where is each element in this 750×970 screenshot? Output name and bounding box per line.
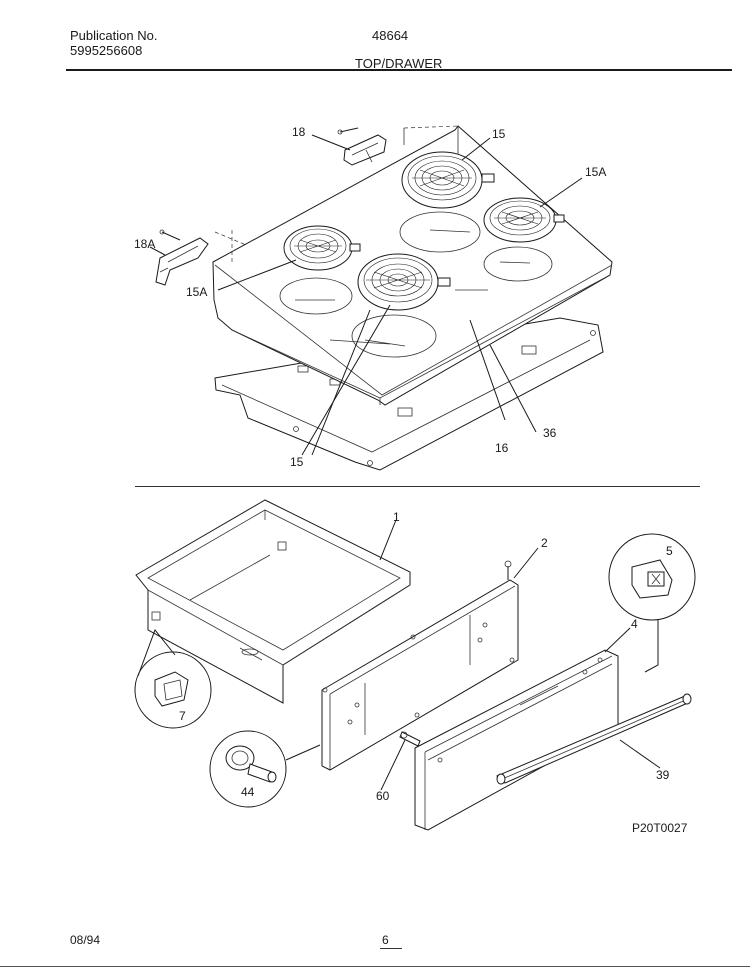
callout-2: 2 [541, 536, 548, 550]
drawer-handle [496, 693, 692, 785]
callout-7: 7 [179, 709, 186, 723]
drawer-inner-panel [321, 560, 519, 771]
callout-44: 44 [241, 785, 255, 799]
callout-15-bottom: 15 [290, 455, 304, 469]
callout-5: 5 [666, 544, 673, 558]
callout-1: 1 [393, 510, 400, 524]
drawer-assembly [134, 499, 696, 831]
mounting-bracket-18 [337, 127, 387, 166]
footer-date: 08/94 [70, 933, 101, 947]
callout-15a-left: 15A [186, 285, 207, 299]
drawer-screw [399, 731, 421, 747]
surface-element-right [483, 197, 565, 243]
callout-4: 4 [631, 617, 638, 631]
figure-code: P20T0027 [632, 821, 688, 835]
callout-15a-right: 15A [585, 165, 606, 179]
model-number: 48664 [372, 28, 409, 43]
page-number-underline [380, 948, 402, 949]
surface-element-left [283, 225, 361, 271]
detail-circle-7 [134, 628, 212, 729]
mounting-bracket-18a [155, 229, 209, 286]
footer-rule [0, 966, 750, 967]
header-rule [66, 69, 732, 71]
publication-number: 5995256608 [70, 43, 143, 58]
callout-16: 16 [495, 441, 509, 455]
publication-label: Publication No. [70, 28, 158, 43]
surface-element-rear [401, 151, 495, 209]
callout-60: 60 [376, 789, 390, 803]
section-divider [135, 486, 700, 487]
section-title: TOP/DRAWER [355, 56, 443, 71]
callout-39: 39 [656, 768, 670, 782]
drawer-body [135, 499, 411, 704]
detail-circle-5 [608, 533, 696, 673]
callout-15-top: 15 [492, 127, 506, 141]
callout-18: 18 [292, 125, 306, 139]
callout-18a: 18A [134, 237, 155, 251]
cooktop-assembly [149, 125, 613, 471]
callout-36: 36 [543, 426, 557, 440]
detail-circle-44 [209, 730, 321, 808]
cooktop-bottom-panel [214, 317, 604, 471]
surface-element-front [357, 253, 451, 311]
footer-page-number: 6 [382, 933, 389, 947]
